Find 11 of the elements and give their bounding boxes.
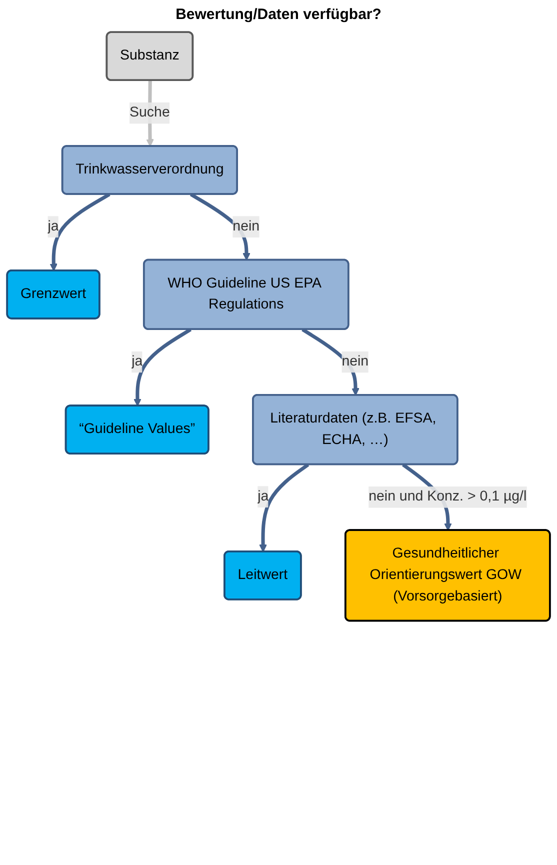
edge-label: nein — [232, 218, 260, 234]
edge-label: ja — [258, 488, 269, 504]
question-text: Bewertung/Daten verfügbar? — [176, 6, 382, 23]
arrow — [259, 463, 310, 552]
edge-label: Suche — [130, 105, 170, 120]
edge-label: nein — [342, 354, 369, 370]
edge-label: ja — [132, 354, 143, 370]
arrow — [134, 328, 192, 406]
edge-label: ja — [48, 218, 59, 234]
edge-label: nein und Konz. > 0,1 µg/l — [368, 489, 527, 504]
arrow — [50, 192, 110, 272]
